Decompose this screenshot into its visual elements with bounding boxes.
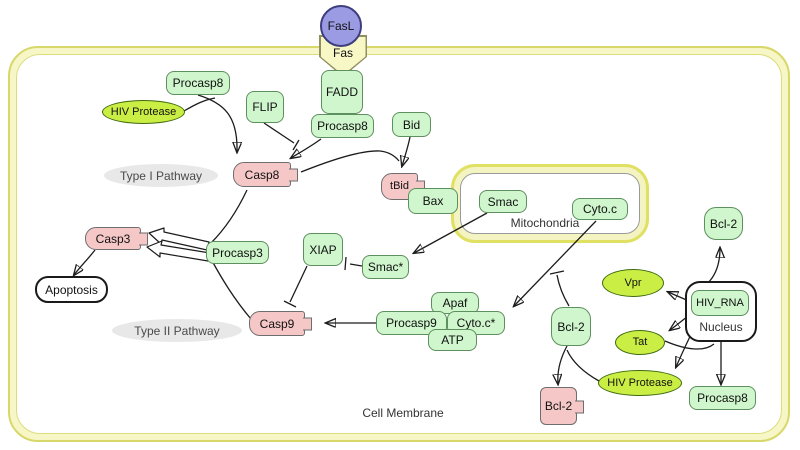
edge-bcl2-inhibit — [556, 274, 570, 307]
bcl2-cleaved-node[interactable]: Bcl-2 — [540, 387, 577, 425]
casp3-node[interactable]: Casp3 — [85, 227, 141, 250]
vpr-node[interactable]: Vpr — [602, 269, 664, 297]
smac-node[interactable]: Smac — [479, 190, 527, 213]
edge-cytoc-cytocstar — [514, 220, 597, 306]
xiap-node[interactable]: XIAP — [303, 233, 343, 266]
type2-pathway-label: Type II Pathway — [112, 319, 242, 342]
procasp8-left-node[interactable]: Procasp8 — [166, 71, 230, 95]
edge-bcl2-bcl2cleaved — [558, 345, 568, 384]
fadd-node[interactable]: FADD — [321, 70, 363, 114]
fasl-ligand[interactable]: FasL — [320, 5, 362, 47]
casp8-node[interactable]: Casp8 — [233, 162, 291, 187]
nucleus-label: Nucleus — [699, 320, 743, 334]
bcl2-top-node[interactable]: Bcl-2 — [704, 207, 743, 240]
bcl2-mid-node[interactable]: Bcl-2 — [551, 307, 591, 346]
casp9-node[interactable]: Casp9 — [249, 311, 305, 336]
hiv-rna-node[interactable]: HIV_RNA — [691, 290, 749, 316]
hiv-protease-bottom-node[interactable]: HIV Protease — [598, 370, 682, 396]
bax-node[interactable]: Bax — [408, 188, 458, 214]
apaf-node[interactable]: Apaf — [431, 292, 479, 314]
tbid-node[interactable]: tBid — [381, 173, 418, 200]
tat-node[interactable]: Tat — [615, 330, 665, 355]
tbar-smacstar — [344, 256, 347, 271]
edge-xiap-inhibit-casp9 — [289, 265, 308, 303]
atp-node[interactable]: ATP — [428, 329, 477, 351]
procasp8-receptor-node[interactable]: Procasp8 — [311, 114, 374, 138]
flip-node[interactable]: FLIP — [246, 91, 284, 123]
smac-active-node[interactable]: Smac* — [362, 255, 409, 279]
edge-smacstar-inhibit-xiap — [349, 263, 363, 267]
hiv-protease-left-node[interactable]: HIV Protease — [102, 100, 185, 124]
procasp3-node[interactable]: Procasp3 — [206, 241, 269, 264]
edge-tat-nucleus — [664, 340, 715, 350]
edge-hivprotease-cleavage — [566, 349, 600, 382]
edge-bid-tbid — [402, 136, 411, 166]
conv-arrow-procasp3-casp3-top — [148, 227, 210, 251]
edge-hivprotease-join — [183, 97, 216, 112]
edge-casp8-casp3conv — [210, 189, 248, 244]
edge-procasp8left-casp8 — [197, 94, 237, 152]
edge-casp8-bid — [300, 150, 400, 173]
edge-procasp8-casp8 — [291, 138, 322, 158]
type1-pathway-label: Type I Pathway — [104, 164, 218, 187]
cytoc-node[interactable]: Cyto.c — [572, 198, 628, 220]
edge-casp3-apoptosis — [74, 249, 96, 275]
cell-membrane-label: Cell Membrane — [362, 406, 444, 420]
tbar-bcl2 — [549, 270, 565, 275]
apoptosis-node[interactable]: Apoptosis — [35, 276, 108, 303]
mitochondria-label: Mitochondria — [510, 216, 580, 230]
procasp8-bottom-node[interactable]: Procasp8 — [689, 386, 756, 410]
edge-casp9-casp3conv — [210, 258, 252, 320]
edge-smac-smacstar — [414, 212, 488, 253]
bid-node[interactable]: Bid — [392, 112, 431, 137]
tbar-xiap — [283, 300, 297, 308]
conv-arrow-procasp3-casp3-bottom — [146, 240, 211, 262]
tbar-flip — [292, 139, 300, 151]
edge-flip-inhibit — [263, 122, 295, 144]
